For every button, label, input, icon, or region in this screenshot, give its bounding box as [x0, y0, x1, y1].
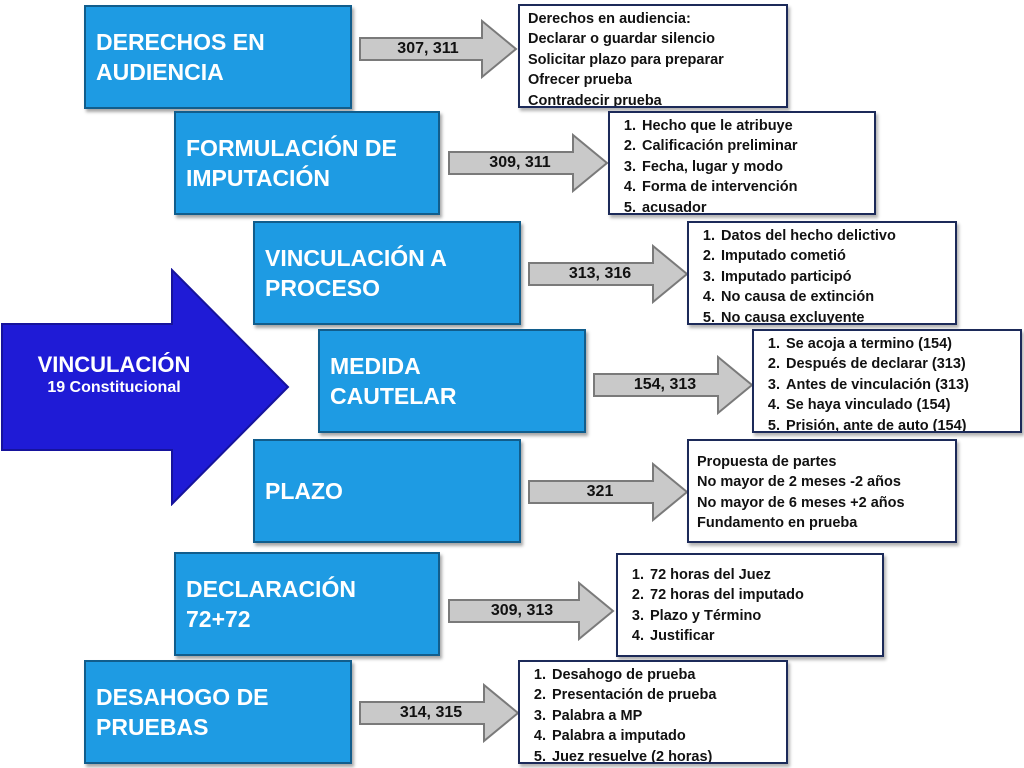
topic-declaracion: DECLARACIÓN 72+72	[174, 552, 440, 656]
detail-item: Hecho que le atribuye	[640, 116, 868, 136]
detail-line: Ofrecer prueba	[528, 72, 632, 89]
detail-line: Solicitar plazo para preparar	[528, 51, 724, 68]
detail-item: 72 horas del imputado	[648, 585, 876, 605]
detail-line: Derechos en audiencia:	[528, 11, 691, 27]
detail-item: acusador	[640, 198, 868, 213]
detail-item: Desahogo de prueba	[550, 665, 780, 685]
article-ref-derechos: 307, 311	[397, 40, 459, 57]
article-ref-plazo: 321	[586, 483, 614, 500]
detail-item: Palabra a MP	[550, 706, 780, 726]
article-arrow-plazo: 321	[527, 462, 689, 522]
topic-derechos-en-audiencia: DERECHOS EN AUDIENCIA	[84, 5, 352, 109]
vinculacion-label: VINCULACIÓN 19 Constitucional	[4, 352, 224, 398]
article-ref-vinculacion: 313, 316	[568, 265, 632, 282]
topic-vinculacion-a-proceso: VINCULACIÓN A PROCESO	[253, 221, 521, 325]
article-arrow-declaracion: 309, 313	[447, 581, 615, 641]
detail-item: Calificación preliminar	[640, 136, 868, 156]
article-ref-declaracion: 309, 313	[490, 602, 554, 619]
detail-box-plazo: Propuesta de partes No mayor de 2 meses …	[687, 439, 957, 543]
detail-box-vinculacion: Datos del hecho delictivo Imputado comet…	[687, 221, 957, 325]
article-ref-medida: 154, 313	[633, 376, 697, 393]
detail-line: Contradecir prueba	[528, 92, 662, 108]
topic-desahogo-de-pruebas: DESAHOGO DE PRUEBAS	[84, 660, 352, 764]
detail-item: Antes de vinculación (313)	[784, 375, 1014, 395]
article-arrow-medida: 154, 313	[592, 355, 754, 415]
detail-item: Fecha, lugar y modo	[640, 157, 868, 177]
detail-item: Plazo y Término	[648, 606, 876, 626]
detail-line: No mayor de 6 meses +2 años	[697, 494, 905, 511]
detail-box-derechos: Derechos en audiencia: Declarar o guarda…	[518, 4, 788, 108]
detail-line: Declarar o guardar silencio	[528, 31, 715, 48]
topic-formulacion-de-imputacion: FORMULACIÓN DE IMPUTACIÓN	[174, 111, 440, 215]
detail-item: Forma de intervención	[640, 177, 868, 197]
detail-item: Después de declarar (313)	[784, 354, 1014, 374]
detail-box-medida: Se acoja a termino (154) Después de decl…	[752, 329, 1022, 433]
vinculacion-title: VINCULACIÓN	[37, 352, 191, 377]
detail-box-formulacion: Hecho que le atribuye Calificación preli…	[608, 111, 876, 215]
detail-item: Palabra a imputado	[550, 726, 780, 746]
detail-item: Prisión, ante de auto (154)	[784, 416, 1014, 431]
vinculacion-subtitle: 19 Constitucional	[47, 379, 181, 396]
detail-item: Presentación de prueba	[550, 685, 780, 705]
detail-item: Se haya vinculado (154)	[784, 395, 1014, 415]
vinculacion-big-arrow	[1, 268, 290, 506]
detail-box-desahogo: Desahogo de prueba Presentación de prueb…	[518, 660, 788, 764]
detail-line: Fundamento en prueba	[697, 515, 858, 532]
detail-item: No causa de extinción	[719, 287, 949, 307]
detail-item: Juez resuelve (2 horas)	[550, 747, 780, 762]
detail-line: Propuesta de partes	[697, 454, 837, 470]
topic-plazo: PLAZO	[253, 439, 521, 543]
topic-medida-cautelar: MEDIDA CAUTELAR	[318, 329, 586, 433]
detail-item: Se acoja a termino (154)	[784, 334, 1014, 354]
detail-item: No causa excluyente	[719, 308, 949, 323]
article-ref-formulacion: 309, 311	[489, 154, 551, 171]
detail-item: Imputado cometió	[719, 246, 949, 266]
detail-box-declaracion: 72 horas del Juez 72 horas del imputado …	[616, 553, 884, 657]
detail-line: No mayor de 2 meses -2 años	[697, 474, 901, 491]
article-arrow-derechos: 307, 311	[358, 19, 518, 79]
article-arrow-desahogo: 314, 315	[358, 683, 520, 743]
detail-item: Imputado participó	[719, 267, 949, 287]
article-arrow-vinculacion: 313, 316	[527, 244, 689, 304]
detail-item: 72 horas del Juez	[648, 565, 876, 585]
article-ref-desahogo: 314, 315	[399, 704, 463, 721]
detail-item: Datos del hecho delictivo	[719, 226, 949, 246]
detail-item: Justificar	[648, 626, 876, 646]
article-arrow-formulacion: 309, 311	[447, 133, 609, 193]
